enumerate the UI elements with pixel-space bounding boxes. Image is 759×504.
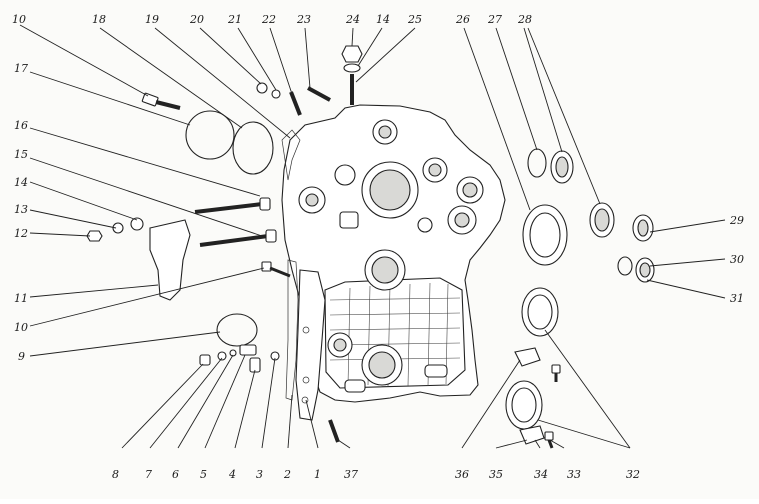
callout-30: 30 [730,253,744,266]
seal-ring-17 [185,110,235,160]
bolt-10-lower [261,261,291,278]
nut-24-washer-14-stud-25 [341,45,363,105]
pin-37 [328,419,340,443]
callout-33: 33 [567,468,581,481]
bolt-33-lower [544,431,554,449]
callout-29: 29 [729,214,744,227]
stud-22 [289,91,302,116]
gasket-plate [285,259,326,421]
callout-2: 2 [283,468,291,481]
callout-32: 32 [626,468,640,481]
callout-34: 34 [534,468,548,481]
callout-11: 11 [14,292,28,305]
callout-14-top: 14 [376,13,390,26]
callout-24: 24 [345,13,360,26]
callout-1: 1 [314,468,321,481]
callout-10-top: 10 [12,13,26,26]
callout-9: 9 [18,350,25,363]
bolt-10-top [141,92,181,110]
callout-27: 27 [487,13,502,26]
callout-13: 13 [14,203,28,216]
callout-5: 5 [200,468,207,481]
washers-20-21 [256,82,281,99]
callout-21: 21 [227,13,242,26]
stud-23 [307,86,331,102]
callout-18: 18 [92,13,106,26]
timing-cover-housing [281,104,506,403]
seal-26 [522,204,568,266]
bolt-33-upper [551,364,561,382]
gasket-19 [281,129,301,181]
callout-7: 7 [145,468,152,481]
bracket-11 [149,219,191,301]
ring-14 [130,217,144,231]
callout-17: 17 [14,62,28,75]
washer-13 [112,222,124,234]
rings-27-28 [527,148,615,238]
callout-35: 35 [489,468,503,481]
callout-23: 23 [296,13,311,26]
sensor-assembly [199,344,280,373]
seal-ring-9 [216,313,258,347]
callout-labels: 10 18 19 20 21 22 23 24 14 25 26 27 28 1… [12,13,744,481]
callout-25: 25 [407,13,422,26]
callout-28: 28 [517,13,532,26]
plate-36 [514,347,541,367]
long-bolt-15 [199,229,277,247]
seal-32-upper [521,287,559,337]
callout-14-left: 14 [14,176,28,189]
callout-37: 37 [344,468,358,481]
callout-10-left: 10 [14,321,28,334]
callout-4: 4 [228,468,236,481]
callout-19: 19 [145,13,159,26]
callout-6: 6 [172,468,179,481]
plate-35 [519,425,545,445]
callout-3: 3 [256,468,263,481]
seal-ring-18 [232,121,274,175]
seal-32-lower [505,380,543,430]
callout-22: 22 [261,13,276,26]
callout-12: 12 [14,227,28,240]
callout-15: 15 [14,148,28,161]
long-bolt-16 [194,197,271,214]
leader-lines [19,24,726,449]
callout-8: 8 [112,468,119,481]
rings-29-30-31 [617,214,655,283]
callout-31: 31 [730,292,744,305]
callout-36: 36 [455,468,469,481]
callout-20: 20 [189,13,204,26]
callout-26: 26 [455,13,470,26]
callout-16: 16 [14,119,28,132]
